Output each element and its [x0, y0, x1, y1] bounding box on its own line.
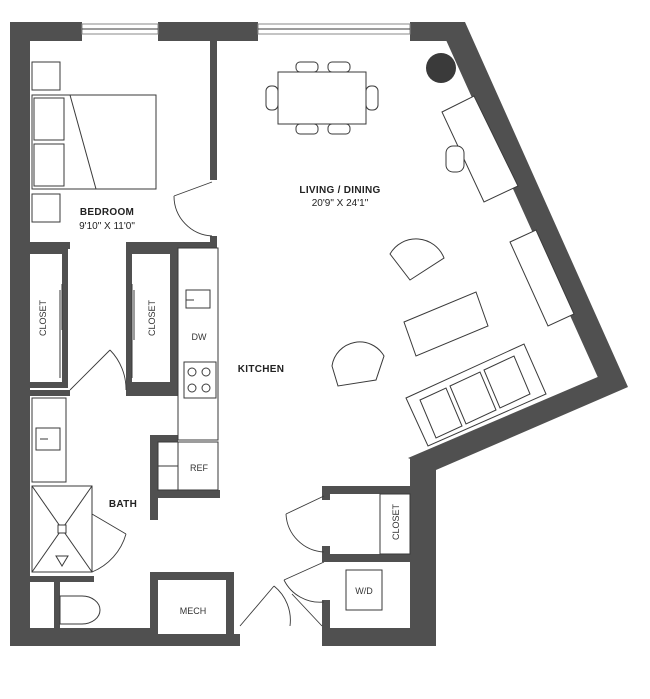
laundry — [283, 561, 383, 611]
plant — [426, 53, 456, 83]
dishwasher-label: DW — [192, 332, 207, 342]
coffee-table — [403, 291, 489, 357]
toilet — [59, 595, 101, 625]
nightstand-bottom — [31, 193, 61, 223]
washer-dryer-label: W/D — [355, 586, 373, 596]
closet-entry-label: CLOSET — [391, 503, 401, 540]
tv-console — [509, 229, 575, 327]
entry-door — [239, 585, 323, 627]
sofa — [405, 343, 547, 447]
armchair-top — [389, 238, 445, 281]
entry-closet — [285, 493, 411, 555]
left-closet — [59, 284, 63, 378]
mech-label: MECH — [180, 606, 207, 616]
stove — [183, 361, 217, 399]
interior-walls — [24, 40, 412, 636]
kitchen-counter — [157, 247, 219, 491]
exterior-walls — [10, 22, 628, 646]
bath-door — [69, 349, 127, 391]
refrigerator-label: REF — [190, 463, 209, 473]
living-dimensions: 20'9" X 24'1" — [312, 198, 369, 209]
bedroom-label: BEDROOM — [80, 207, 134, 218]
dining-set — [265, 61, 379, 135]
refrigerator — [177, 441, 219, 491]
bedroom-dimensions: 9'10" X 11'0" — [79, 221, 135, 232]
windows — [81, 23, 411, 35]
kitchen-label: KITCHEN — [238, 364, 285, 375]
bedroom-furniture — [31, 61, 157, 223]
bath-label: BATH — [109, 499, 137, 510]
bedroom-door — [173, 181, 213, 237]
closet-left-label: CLOSET — [38, 299, 48, 336]
mid-closet — [131, 284, 135, 378]
desk — [441, 95, 519, 203]
living-label: LIVING / DINING — [299, 185, 380, 196]
armchair-bottom — [331, 341, 385, 387]
nightstand-top — [31, 61, 61, 91]
sink — [185, 289, 211, 309]
closet-mid-label: CLOSET — [147, 299, 157, 336]
bath-fixtures — [31, 397, 127, 625]
